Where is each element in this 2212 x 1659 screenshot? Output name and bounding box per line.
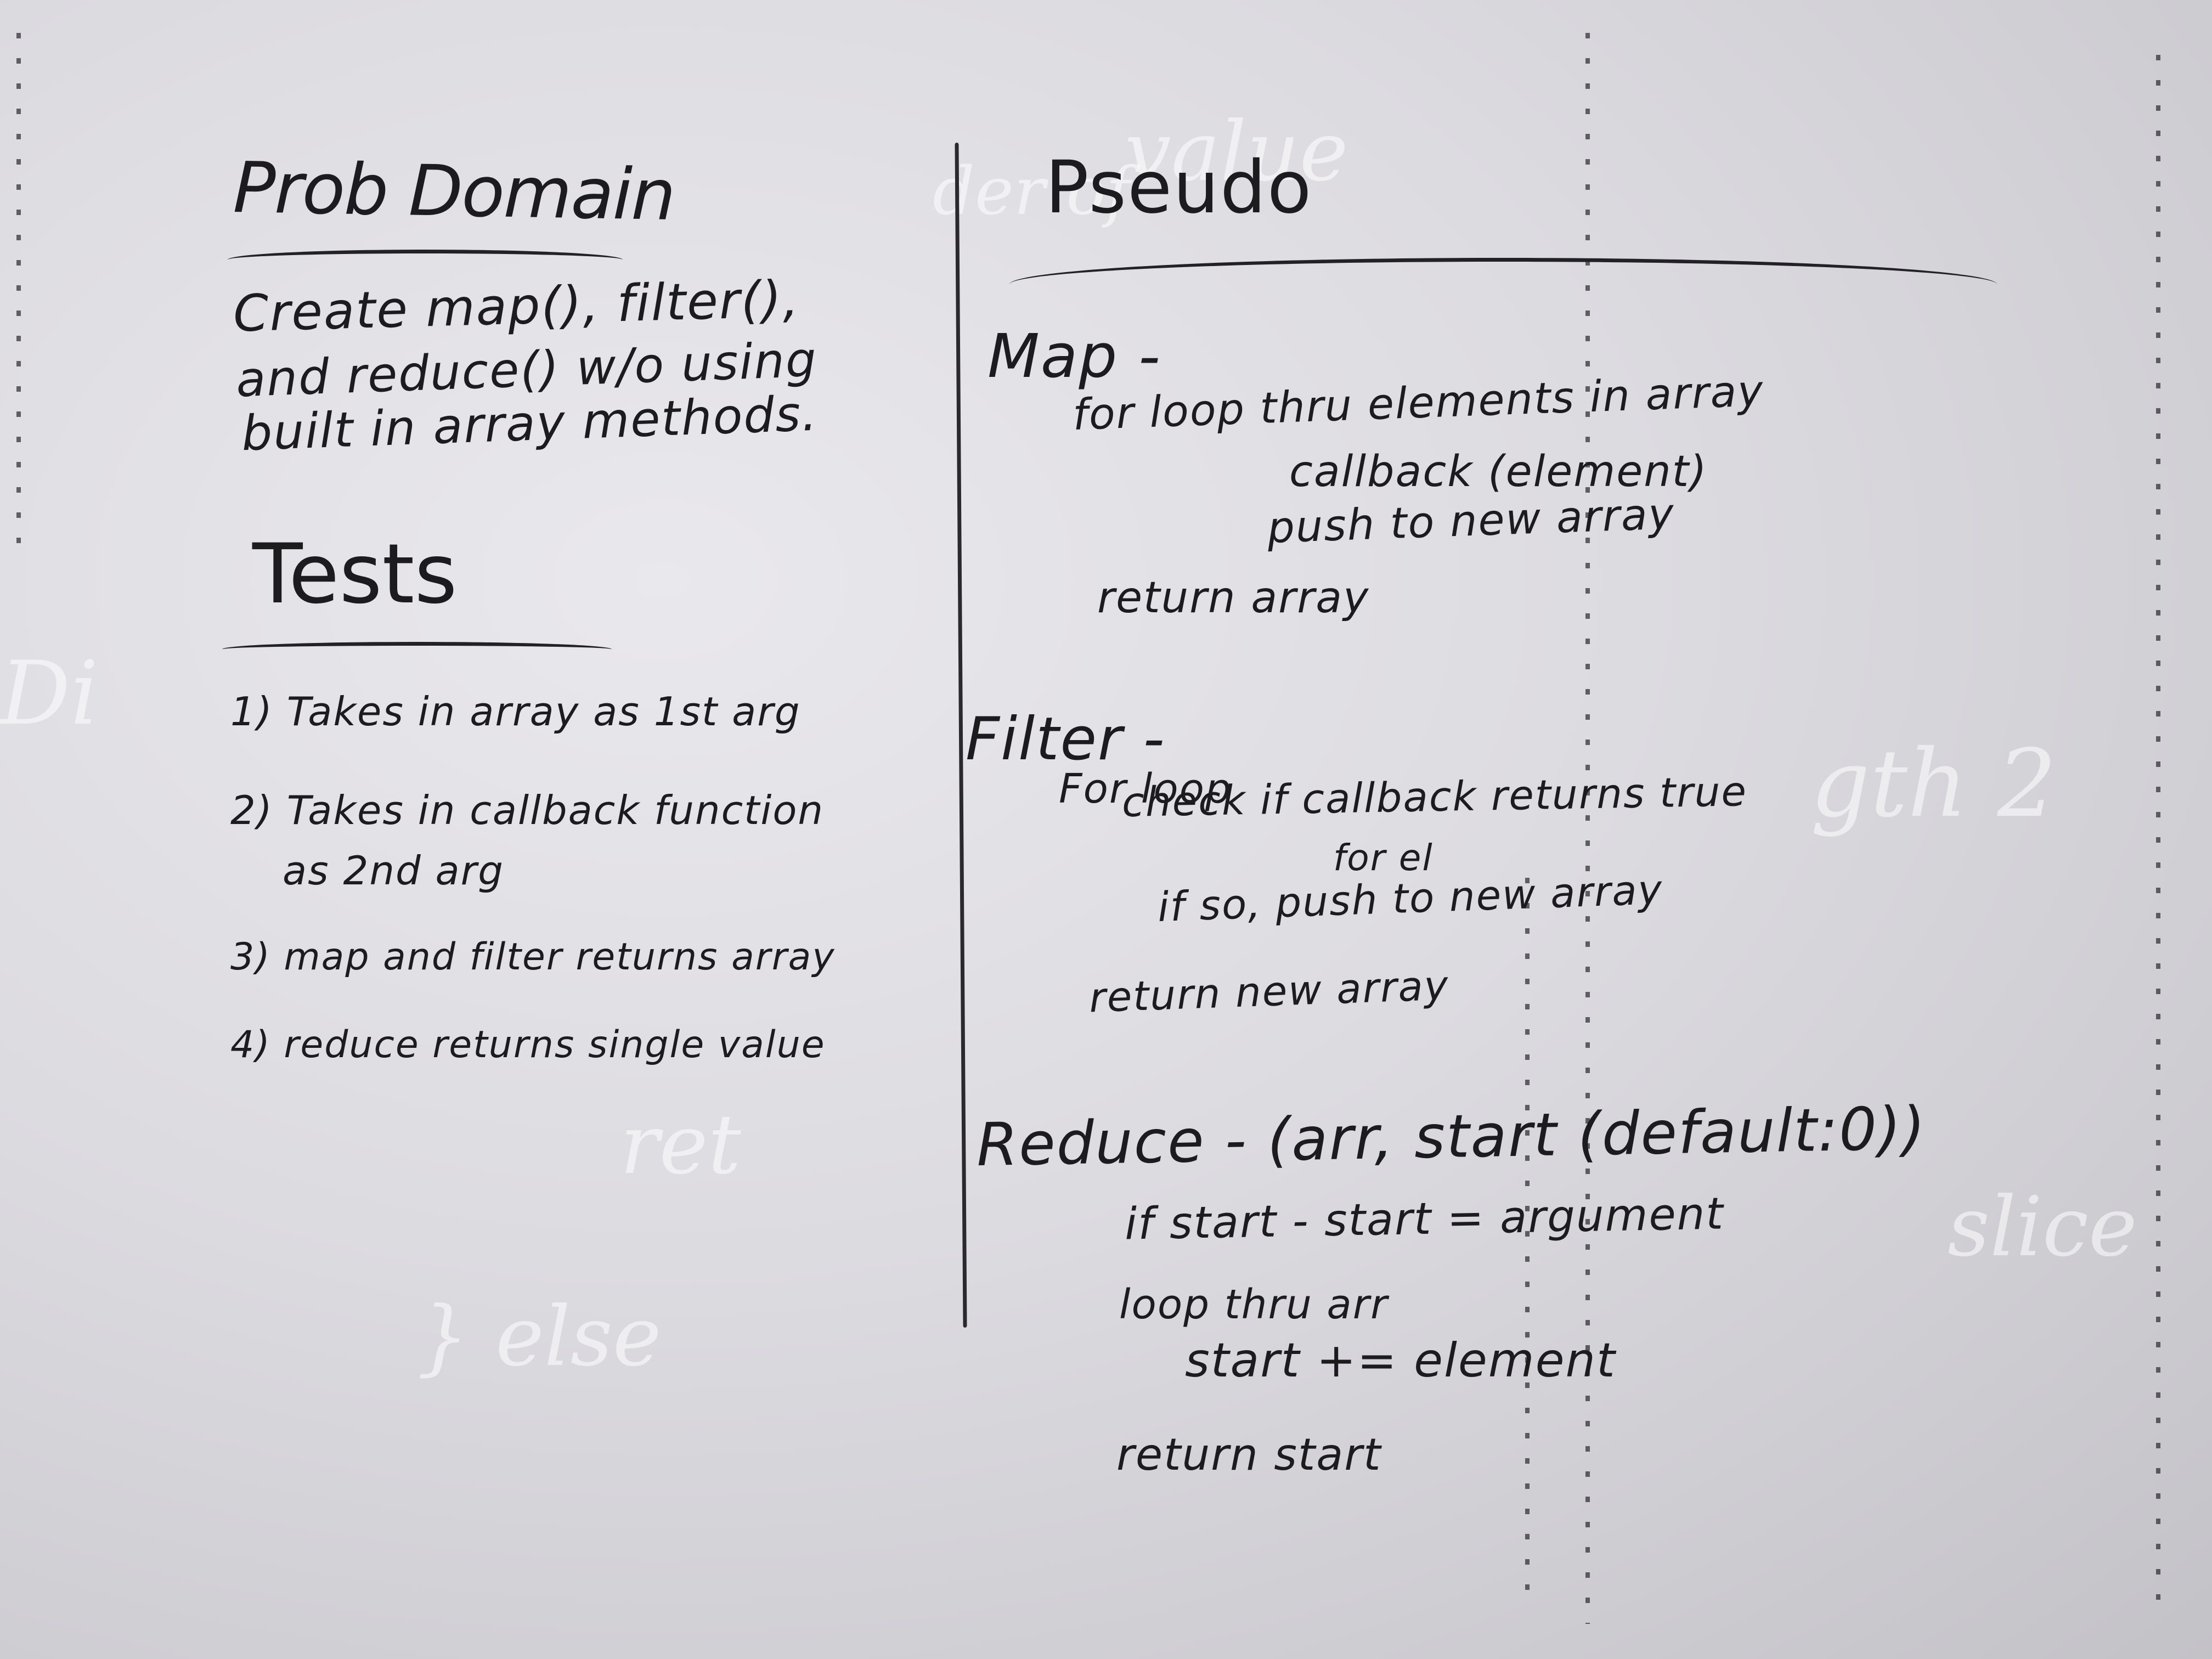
erased-writing-background: slice <box>1948 1180 2137 1275</box>
test-item: 4) reduce returns single value <box>230 1023 826 1066</box>
filter-line: return new array <box>1088 962 1450 1022</box>
filter-line: For loop <box>1059 765 1232 812</box>
test-item: 1) Takes in array as 1st arg <box>230 689 801 735</box>
filter-heading: Filter - <box>966 705 1166 774</box>
reduce-line: loop thru arr <box>1119 1281 1389 1328</box>
erased-writing-background: ret <box>620 1097 741 1193</box>
board-seam <box>2156 55 2160 1618</box>
map-line: push to new array <box>1266 489 1676 553</box>
erased-writing-background: gth 2 <box>1810 730 2057 838</box>
pseudo-underline <box>1009 258 1997 311</box>
erased-writing-background: value <box>1125 104 1348 200</box>
map-line: return array <box>1097 573 1370 623</box>
erased-writing-background: der of <box>933 154 1130 230</box>
filter-line: for el <box>1333 837 1434 879</box>
erased-writing-background: Di <box>0 642 99 744</box>
prob-domain-line: Create map(), filter(), <box>232 269 800 343</box>
prob-domain-heading: Prob Domain <box>232 146 675 237</box>
pseudo-heading: Pseudo <box>1045 145 1313 230</box>
board-seam <box>16 33 21 554</box>
reduce-line: return start <box>1116 1429 1382 1480</box>
tests-heading: Tests <box>252 527 458 622</box>
board-seam <box>1585 33 1590 1624</box>
map-line: callback (element) <box>1289 447 1708 496</box>
prob-domain-underline <box>228 250 623 270</box>
tests-underline <box>222 642 612 657</box>
map-line: for loop thru elements in array <box>1071 366 1765 440</box>
test-item: 3) map and filter returns array <box>230 935 836 979</box>
erased-writing-background: } else <box>417 1289 662 1385</box>
map-heading: Map - <box>988 321 1161 391</box>
reduce-line: if start - start = argument <box>1124 1188 1725 1250</box>
test-item: 2) Takes in callback function <box>230 787 825 833</box>
reduce-line: start += element <box>1185 1333 1616 1388</box>
test-item: as 2nd arg <box>283 848 504 894</box>
board-seam <box>1525 878 1530 1591</box>
reduce-heading: Reduce - (arr, start (default:0)) <box>976 1094 1927 1180</box>
